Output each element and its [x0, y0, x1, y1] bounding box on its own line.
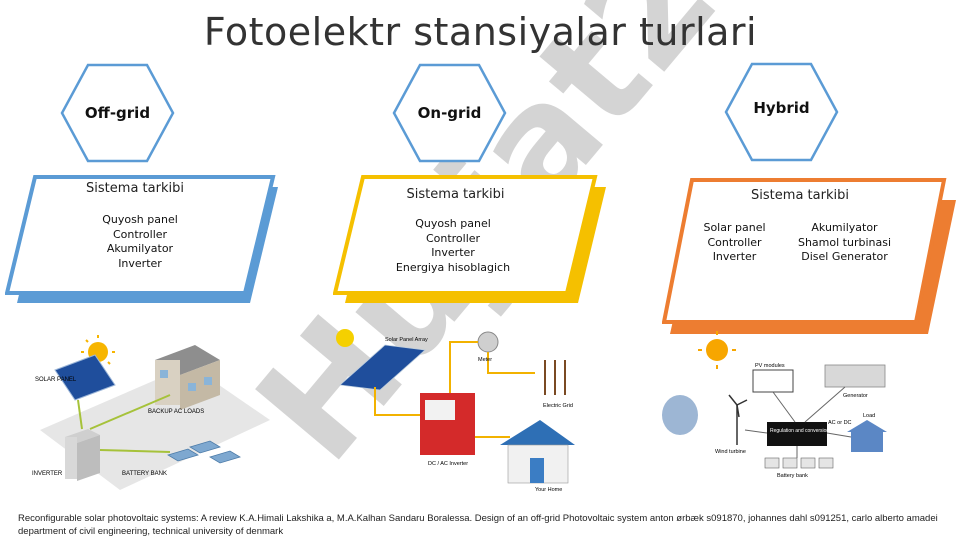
- inverter-label: INVERTER: [32, 471, 63, 477]
- reference-text: Reconfigurable solar photovoltaic system…: [18, 513, 938, 537]
- load-house-icon: [847, 420, 887, 452]
- solar-array-icon: [339, 344, 426, 391]
- regulation-box: [767, 422, 827, 446]
- wind-label: Wind turbine: [715, 449, 746, 455]
- list-item: Controller: [425, 231, 481, 245]
- type-hybrid-hexagon: Hybrid: [724, 62, 839, 162]
- card-items: Quyosh panel Controller Akumilyator Inve…: [75, 213, 205, 271]
- list-item: Energiya hisoblagich: [395, 260, 511, 274]
- list-item: Disel Generator: [801, 250, 888, 263]
- meter-icon: [477, 331, 499, 353]
- offgrid-components-card: Sistema tarkibi Quyosh panel Controller …: [5, 175, 280, 305]
- list-item: Quyosh panel: [102, 213, 178, 226]
- offgrid-diagram: SOLAR PANEL BACKUP AC LOADS INVERTER BAT…: [32, 335, 270, 490]
- type-ongrid-label: On-grid: [417, 104, 482, 122]
- list-item: Solar panel: [703, 221, 766, 234]
- load-label: Load: [863, 413, 875, 419]
- inverter-label: DC / AC Inverter: [428, 461, 468, 467]
- list-item: Akumilyator: [811, 221, 878, 234]
- grid-label: Electric Grid: [543, 403, 573, 409]
- dc-ac-inverter-icon: [420, 393, 475, 455]
- list-item: Quyosh panel: [415, 217, 491, 230]
- inverter-icon: [65, 429, 100, 481]
- list-item: Inverter: [431, 246, 475, 259]
- type-offgrid-label: Off-grid: [84, 104, 151, 122]
- home-label: Your Home: [535, 487, 562, 493]
- list-item: Inverter: [118, 256, 162, 270]
- house-icon: [155, 345, 220, 410]
- type-ongrid-hexagon: On-grid: [392, 63, 507, 163]
- map-icon: [662, 395, 698, 435]
- card-title: Sistema tarkibi: [406, 187, 505, 202]
- list-item: Shamol turbinasi: [797, 235, 892, 249]
- backup-loads-label: BACKUP AC LOADS: [148, 409, 204, 415]
- type-hybrid-label: Hybrid: [753, 99, 810, 117]
- wind-turbine-icon: [728, 394, 748, 445]
- pv-label: PV modules: [755, 363, 785, 369]
- home-icon: [500, 420, 575, 484]
- acdc-label: AC or DC: [828, 420, 852, 426]
- regulation-label: Regulation and conversion: [770, 428, 829, 434]
- page-title: Fotoelektr stansiyalar turlari: [203, 10, 758, 54]
- power-pole-icon: [544, 360, 566, 395]
- card-items: Quyosh panel Controller Inverter Energiy…: [388, 217, 518, 275]
- array-label: Solar Panel Array: [385, 337, 428, 343]
- battery-label: BATTERY BANK: [122, 471, 167, 477]
- ongrid-diagram: Solar Panel Array Meter Electric Grid DC…: [336, 329, 575, 493]
- card-items-right: Akumilyator Shamol turbinasi Disel Gener…: [792, 221, 897, 265]
- type-offgrid-hexagon: Off-grid: [60, 63, 175, 163]
- list-item: Controller: [707, 235, 762, 249]
- hybrid-diagram: PV modules Generator Regulation and conv…: [662, 331, 887, 479]
- hybrid-components-card: Sistema tarkibi Solar panel Controller I…: [662, 178, 958, 338]
- list-item: Akumilyator: [106, 242, 174, 255]
- card-items-left: Solar panel Controller Inverter: [692, 221, 777, 265]
- solar-panel-icon: [54, 354, 116, 401]
- generator-label: Generator: [843, 393, 868, 399]
- battery-label: Battery bank: [777, 473, 808, 479]
- list-item: Controller: [112, 227, 168, 241]
- sun-icon: [698, 331, 736, 369]
- card-title: Sistema tarkibi: [86, 181, 184, 196]
- solar-panel-label: SOLAR PANEL: [35, 377, 77, 383]
- battery-bank-icon: [764, 457, 834, 469]
- ongrid-components-card: Sistema tarkibi Quyosh panel Controller …: [333, 175, 608, 305]
- card-title: Sistema tarkibi: [751, 188, 849, 203]
- sun-icon: [336, 329, 354, 347]
- pv-module-icon: [752, 369, 794, 393]
- meter-label: Meter: [478, 357, 492, 363]
- generator-icon: [824, 364, 886, 388]
- list-item: Inverter: [712, 250, 757, 263]
- battery-bank-icon: [167, 440, 241, 464]
